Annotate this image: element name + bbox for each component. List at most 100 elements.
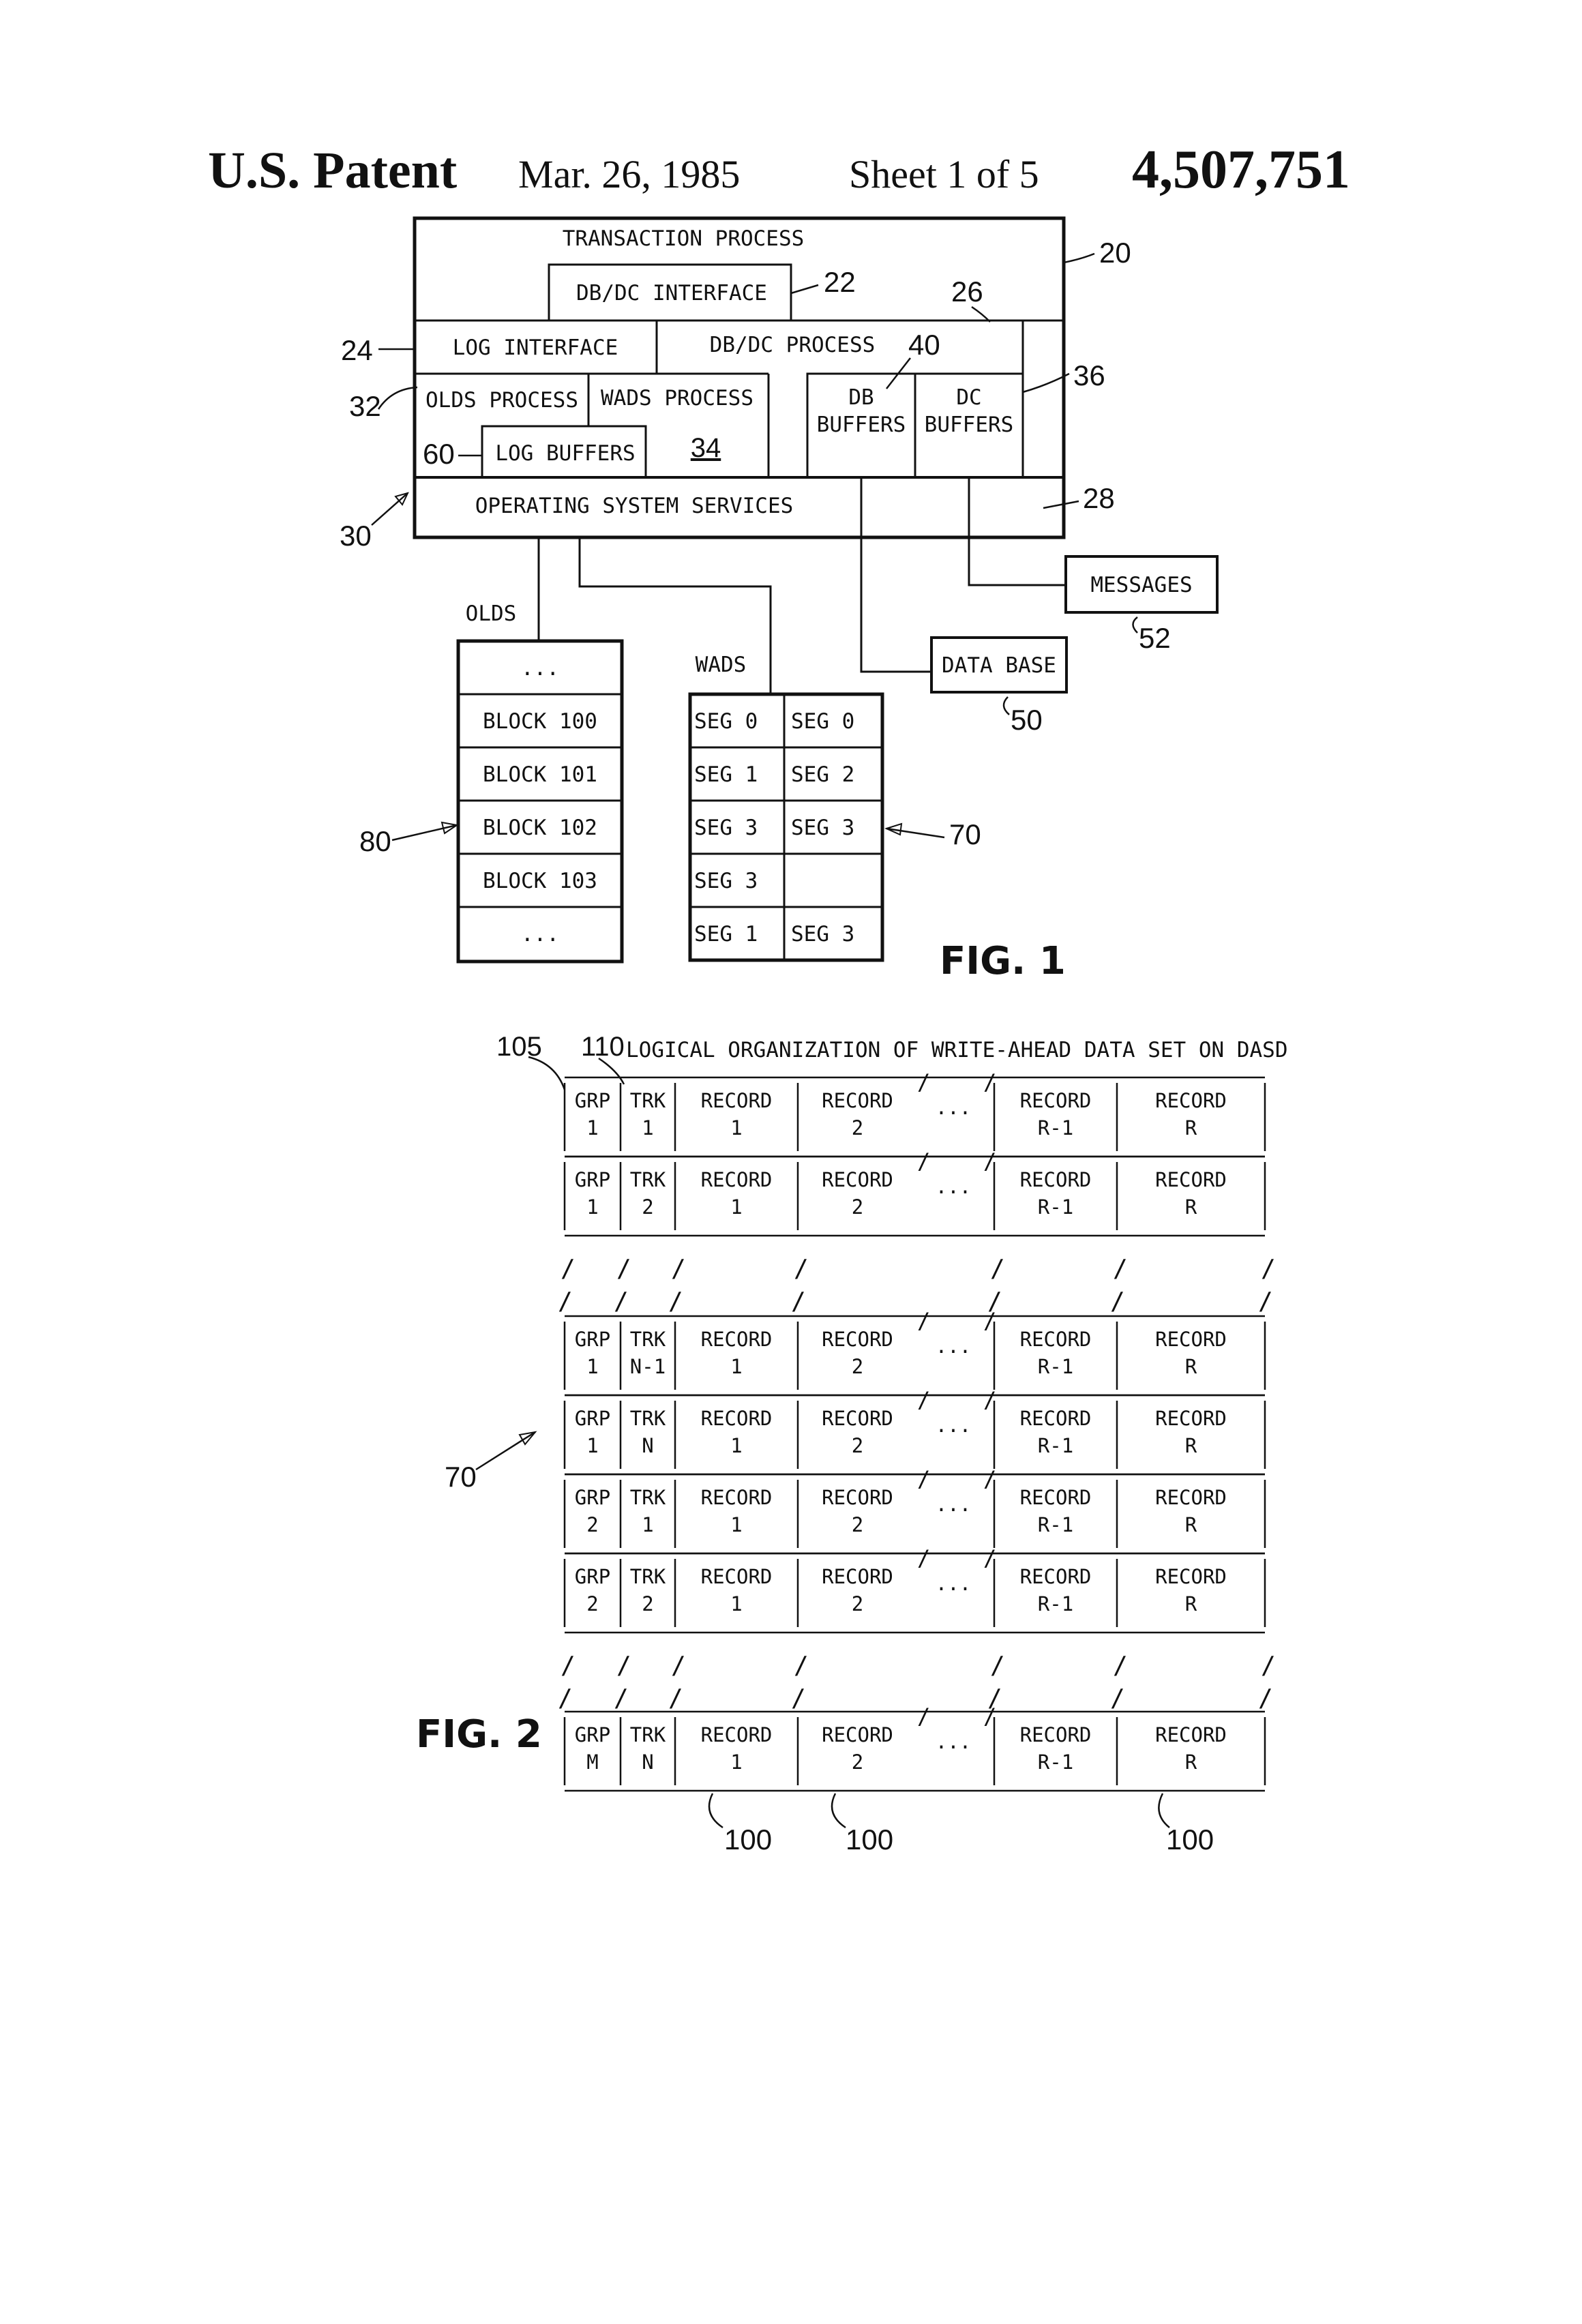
patent-number: 4,507,751 — [1132, 140, 1350, 200]
record-header: RECORD — [1155, 1565, 1227, 1588]
break-mark: / — [983, 1069, 996, 1095]
omission-mark: / — [1110, 1684, 1125, 1712]
break-mark: / — [983, 1387, 996, 1413]
record-ellipsis: ... — [936, 1414, 971, 1437]
record-header: RECORD — [701, 1565, 773, 1588]
grp-header: GRP — [575, 1486, 610, 1509]
ref-28-leader — [1043, 501, 1079, 508]
omission-mark: / — [1258, 1287, 1273, 1315]
wads-segment-label: SEG 2 — [791, 762, 854, 787]
trk-value: 1 — [642, 1116, 653, 1139]
log-buffers-label: LOG BUFFERS — [495, 441, 635, 466]
break-mark: / — [983, 1703, 996, 1729]
ref-30: 30 — [340, 520, 372, 552]
trk-value: 2 — [642, 1195, 653, 1219]
olds-process-label: OLDS PROCESS — [426, 388, 578, 413]
record-header: RECORD — [1020, 1486, 1092, 1509]
ref-24: 24 — [341, 334, 373, 366]
olds-block-label: BLOCK 103 — [483, 869, 597, 893]
wads-process-label: WADS PROCESS — [601, 386, 753, 411]
record-ellipsis: ... — [936, 1335, 971, 1358]
transaction-process-box — [415, 218, 1064, 537]
record-id: R — [1185, 1355, 1197, 1378]
trk-value: N — [642, 1434, 653, 1457]
grp-value: 2 — [586, 1592, 598, 1615]
trk-header: TRK — [630, 1328, 666, 1351]
record-header: RECORD — [1155, 1407, 1227, 1430]
sheet-number: Sheet 1 of 5 — [849, 152, 1039, 196]
wads-segment-rows: SEG 0SEG 0SEG 1SEG 2SEG 3SEG 3SEG 3SEG 1… — [690, 709, 882, 947]
record-header: RECORD — [1020, 1565, 1092, 1588]
wads-segment-label: SEG 3 — [694, 816, 758, 840]
dbdc-interface-label: DB/DC INTERFACE — [576, 281, 767, 306]
omission-mark: / — [1261, 1652, 1276, 1680]
database-label: DATA BASE — [942, 653, 1056, 678]
olds-block-label: ... — [521, 922, 559, 947]
grp-value: 1 — [586, 1116, 598, 1139]
ref-26: 26 — [951, 275, 983, 308]
olds-block-label: ... — [521, 656, 559, 681]
ref-34: 34 — [691, 433, 721, 463]
ref-100-leader-1 — [709, 1793, 723, 1828]
omission-mark: / — [794, 1255, 809, 1283]
record-header: RECORD — [1020, 1407, 1092, 1430]
record-id: R — [1185, 1434, 1197, 1457]
record-id: 2 — [852, 1195, 863, 1219]
ref-52: 52 — [1139, 622, 1171, 654]
record-id: 1 — [730, 1355, 742, 1378]
grp-header: GRP — [575, 1328, 610, 1351]
olds-block-label: BLOCK 102 — [483, 816, 597, 840]
record-header: RECORD — [822, 1723, 893, 1746]
record-id: 1 — [730, 1195, 742, 1219]
omission-mark: / — [990, 1652, 1005, 1680]
record-id: R-1 — [1038, 1434, 1073, 1457]
ref-50: 50 — [1011, 704, 1043, 736]
patent-date: Mar. 26, 1985 — [518, 152, 740, 196]
record-id: R — [1185, 1513, 1197, 1536]
trk-value: 2 — [642, 1592, 653, 1615]
olds-block-list: ...BLOCK 100BLOCK 101BLOCK 102BLOCK 103.… — [458, 656, 622, 947]
omission-mark: / — [614, 1287, 629, 1315]
wads-segment-label: SEG 3 — [791, 922, 854, 947]
record-id: 2 — [852, 1592, 863, 1615]
record-id: R-1 — [1038, 1116, 1073, 1139]
trk-header: TRK — [630, 1565, 666, 1588]
record-header: RECORD — [1155, 1328, 1227, 1351]
grp-header: GRP — [575, 1407, 610, 1430]
grp-value: 1 — [586, 1434, 598, 1457]
database-connector — [861, 477, 931, 672]
fig2-track-table: //GRP1TRK1RECORD1RECORD2RECORDR-1RECORDR… — [558, 1069, 1276, 1791]
omission-mark: / — [1113, 1255, 1128, 1283]
grp-header: GRP — [575, 1565, 610, 1588]
grp-value: 1 — [586, 1355, 598, 1378]
record-ellipsis: ... — [936, 1730, 971, 1753]
fig2-title: LOGICAL ORGANIZATION OF WRITE-AHEAD DATA… — [626, 1038, 1288, 1062]
record-header: RECORD — [701, 1407, 773, 1430]
ref-80-arrow — [392, 825, 457, 840]
dc-buffers-line1: DC — [956, 385, 981, 410]
record-header: RECORD — [701, 1723, 773, 1746]
record-header: RECORD — [1020, 1089, 1092, 1112]
record-header: RECORD — [1155, 1089, 1227, 1112]
break-mark: / — [983, 1308, 996, 1334]
break-mark: / — [983, 1466, 996, 1492]
omission-mark: / — [616, 1255, 631, 1283]
dbdc-process-label: DB/DC PROCESS — [710, 333, 876, 357]
ref-32: 32 — [349, 390, 381, 422]
patent-title: U.S. Patent — [208, 142, 457, 199]
record-id: R — [1185, 1116, 1197, 1139]
wads-label: WADS — [696, 653, 747, 677]
trk-value: N — [642, 1751, 653, 1774]
wads-segment-label: SEG 0 — [791, 709, 854, 734]
ref-70-fig2: 70 — [445, 1461, 477, 1493]
ref-80: 80 — [359, 825, 391, 857]
omission-mark: / — [671, 1652, 686, 1680]
record-header: RECORD — [701, 1089, 773, 1112]
record-id: R-1 — [1038, 1751, 1073, 1774]
record-header: RECORD — [822, 1168, 893, 1191]
ref-52-leader — [1133, 617, 1138, 633]
wads-segment-label: SEG 0 — [694, 709, 758, 734]
record-id: 2 — [852, 1434, 863, 1457]
wads-segment-label: SEG 1 — [694, 922, 758, 947]
